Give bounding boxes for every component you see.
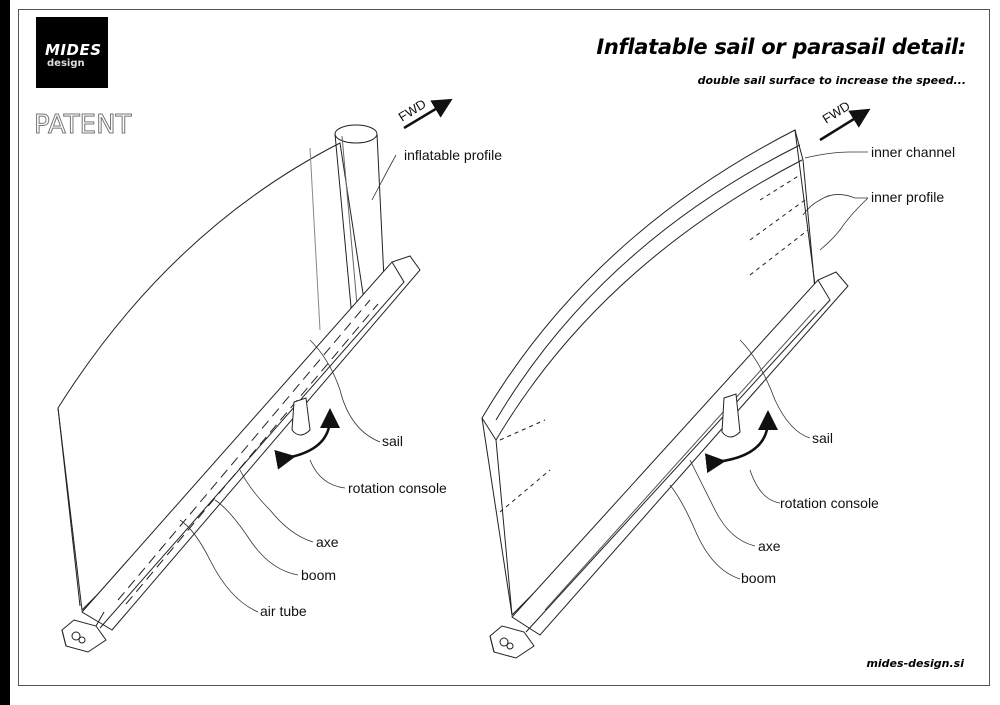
logo-text-design: design <box>47 58 85 69</box>
label-left-rotation-console: rotation console <box>348 480 447 496</box>
right-inner-profile <box>499 174 809 513</box>
left-figure <box>57 124 421 653</box>
left-boom <box>61 255 421 653</box>
label-inner-profile: inner profile <box>871 189 944 205</box>
left-rotation-console <box>291 397 311 436</box>
patent-stamp: PATENT <box>33 110 132 141</box>
page-subtitle: double sail surface to increase the spee… <box>697 74 966 87</box>
right-fwd-arrow-icon <box>819 108 871 142</box>
left-rotation-arrow-icon <box>274 408 340 470</box>
right-figure <box>481 129 849 659</box>
label-right-boom: boom <box>741 570 776 586</box>
label-left-boom: boom <box>301 567 336 583</box>
right-boom <box>489 271 849 659</box>
left-leader-lines <box>179 154 397 613</box>
label-right-sail: sail <box>812 430 833 446</box>
label-left-sail: sail <box>382 433 403 449</box>
label-right-axe: axe <box>758 538 781 554</box>
logo-text-mides: MIDES <box>45 41 102 59</box>
website-link[interactable]: mides-design.si <box>866 657 964 670</box>
right-fwd-indicator: FWD <box>819 98 871 142</box>
right-rotation-arrow-icon <box>704 410 778 474</box>
label-air-tube: air tube <box>260 603 307 619</box>
label-right-rotation-console: rotation console <box>780 495 879 511</box>
label-inflatable-profile: inflatable profile <box>404 147 502 163</box>
right-leader-lines <box>669 151 869 580</box>
left-fwd-arrow-icon <box>403 98 453 130</box>
page-title: Inflatable sail or parasail detail: <box>596 35 966 59</box>
label-inner-channel: inner channel <box>871 144 955 160</box>
left-edge-bar <box>0 0 10 705</box>
mides-logo: MIDES design <box>36 17 108 88</box>
left-fwd-label: FWD <box>396 96 429 124</box>
left-inflatable-profile <box>334 124 386 319</box>
label-left-axe: axe <box>316 534 339 550</box>
left-sail-surface <box>57 142 373 612</box>
left-fwd-indicator: FWD <box>396 96 453 130</box>
